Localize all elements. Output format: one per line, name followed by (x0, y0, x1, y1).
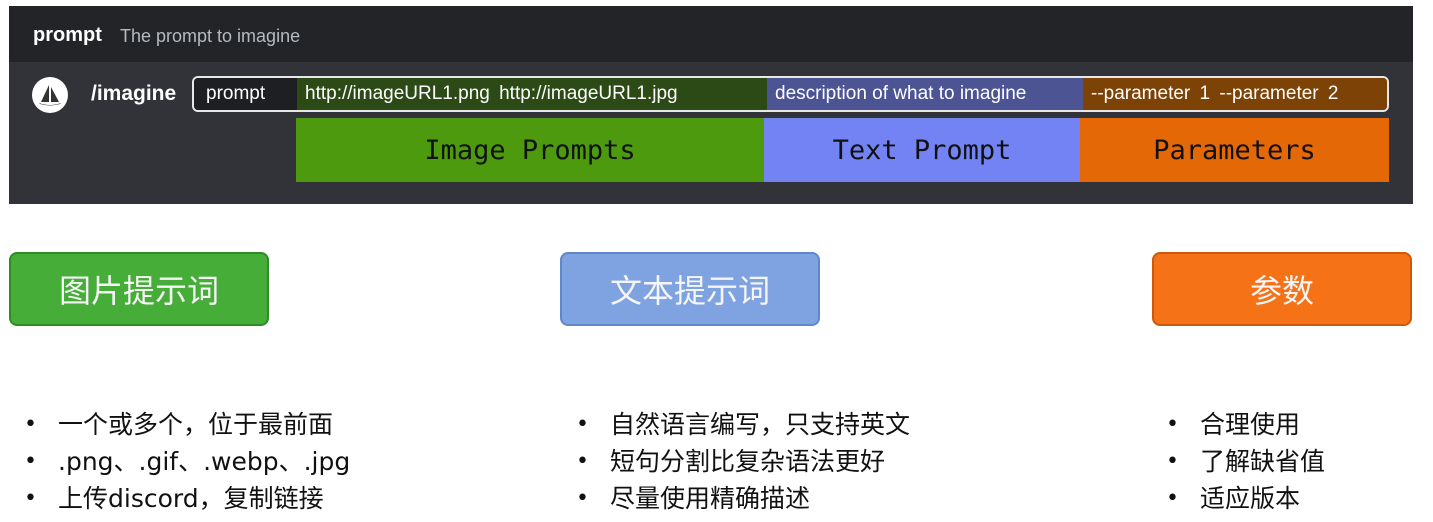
bullet-icon: • (576, 449, 589, 474)
image-prompt-label: 图片提示词 (9, 252, 269, 326)
parameters-label: 参数 (1152, 252, 1412, 326)
list-item: • 合理使用 (1158, 406, 1325, 443)
bullet-icon: • (1166, 412, 1179, 437)
parameters-band: Parameters (1080, 118, 1389, 182)
text-prompt-bullets: • 自然语言编写，只支持英文 • 短句分割比复杂语法更好 • 尽量使用精确描述 (568, 406, 910, 517)
text-prompt-label: 文本提示词 (560, 252, 820, 326)
list-item: • .png、.gif、.webp、.jpg (16, 443, 350, 480)
list-item: • 适应版本 (1158, 480, 1325, 517)
list-item: • 一个或多个，位于最前面 (16, 406, 350, 443)
list-item: • 短句分割比复杂语法更好 (568, 443, 910, 480)
bullet-text: 了解缺省值 (1200, 447, 1326, 476)
bullet-icon: • (24, 486, 37, 511)
bullet-text: 适应版本 (1200, 484, 1301, 513)
text-prompt-band: Text Prompt (764, 118, 1080, 182)
bullet-icon: • (576, 412, 589, 437)
bullet-icon: • (576, 486, 589, 511)
list-item: • 了解缺省值 (1158, 443, 1325, 480)
header-command-name: prompt (33, 24, 102, 46)
command-header: prompt The prompt to imagine (9, 6, 1413, 62)
list-item: • 上传discord，复制链接 (16, 480, 350, 517)
bullet-text: 一个或多个，位于最前面 (58, 410, 334, 439)
bullet-text: 上传discord，复制链接 (58, 484, 324, 513)
image-prompt-bullets: • 一个或多个，位于最前面 • .png、.gif、.webp、.jpg • 上传di… (16, 406, 350, 517)
command-panel: prompt The prompt to imagine /imagine pr… (9, 6, 1413, 204)
header-command-description: The prompt to imagine (120, 26, 301, 46)
parameters-bullets: • 合理使用 • 了解缺省值 • 适应版本 (1158, 406, 1325, 517)
slash-command[interactable]: /imagine (91, 82, 177, 105)
midjourney-boat-icon (32, 77, 68, 113)
bullet-text: 合理使用 (1200, 410, 1301, 439)
bullet-icon: • (24, 412, 37, 437)
image-prompts-band: Image Prompts (296, 118, 764, 182)
list-item: • 尽量使用精确描述 (568, 480, 910, 517)
bullet-text: 短句分割比复杂语法更好 (610, 447, 886, 476)
parameters-segment: --parameter 1 --parameter 2 (1083, 78, 1387, 110)
image-url-segment: http://imageURL1.png http://imageURL1.jp… (297, 78, 767, 110)
command-input[interactable]: prompt http://imageURL1.png http://image… (192, 76, 1389, 112)
text-description-segment: description of what to imagine (767, 78, 1083, 110)
list-item: • 自然语言编写，只支持英文 (568, 406, 910, 443)
prompt-option-label: prompt (194, 78, 297, 110)
bullet-text: 尽量使用精确描述 (610, 484, 811, 513)
bullet-text: .png、.gif、.webp、.jpg (58, 447, 351, 476)
bullet-icon: • (1166, 486, 1179, 511)
bullet-text: 自然语言编写，只支持英文 (610, 410, 911, 439)
bullet-icon: • (1166, 449, 1179, 474)
bullet-icon: • (24, 449, 37, 474)
